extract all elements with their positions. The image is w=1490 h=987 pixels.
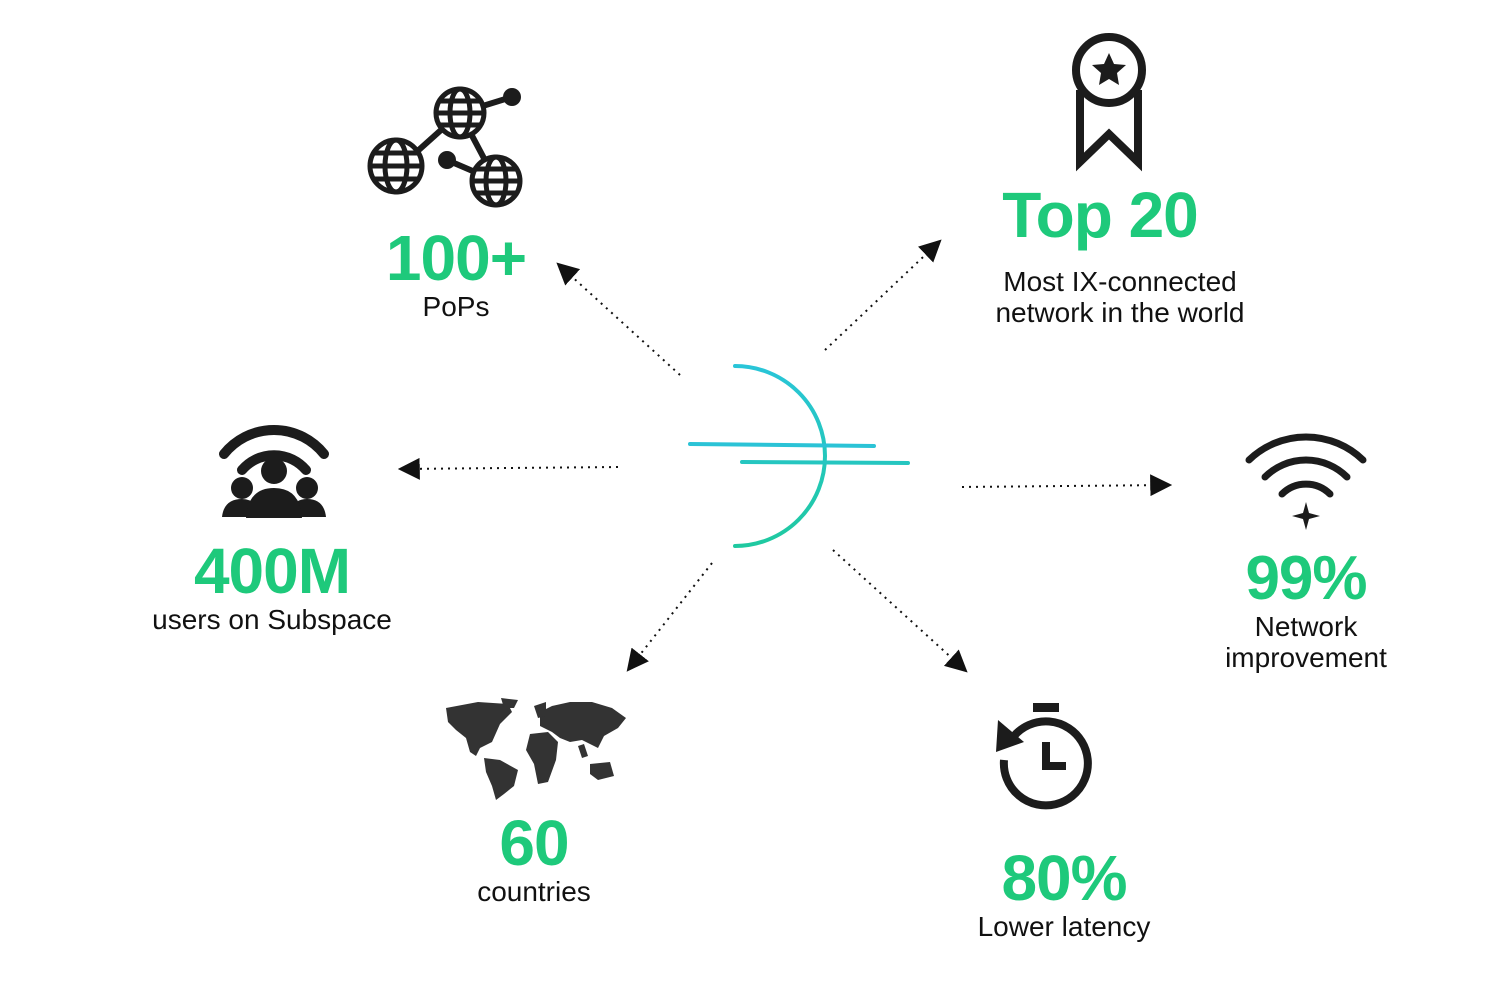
arrow-to-ix bbox=[824, 239, 942, 351]
stat-label-line1: Network bbox=[1254, 611, 1358, 642]
arrow-to-countries bbox=[626, 562, 713, 672]
stat-ix: Top 20 Most IX-connected network in the … bbox=[950, 183, 1290, 329]
stat-value: 99% bbox=[1245, 544, 1367, 613]
stat-countries: 60 countries bbox=[434, 811, 634, 908]
arrow-to-latency bbox=[832, 549, 968, 673]
stat-users: 400M users on Subspace bbox=[122, 539, 422, 636]
stat-pops: 100+ PoPs bbox=[336, 226, 576, 323]
stat-value: 400M bbox=[193, 535, 351, 607]
stat-label: PoPs bbox=[422, 291, 490, 322]
stat-label: users on Subspace bbox=[152, 604, 392, 635]
stat-label: Lower latency bbox=[977, 911, 1151, 942]
stat-latency: 80% Lower latency bbox=[944, 846, 1184, 943]
stat-label: countries bbox=[477, 876, 591, 907]
stat-value: 80% bbox=[1001, 842, 1127, 914]
stat-label-line2: network in the world bbox=[995, 296, 1245, 328]
arrow-to-network bbox=[961, 474, 1173, 497]
wifi-signal-icon bbox=[1245, 433, 1367, 530]
world-map-icon bbox=[446, 698, 626, 800]
stopwatch-reset-icon bbox=[996, 703, 1092, 810]
network-globes-icon bbox=[367, 86, 523, 208]
wifi-users-icon bbox=[219, 424, 329, 518]
arrow-to-users bbox=[397, 457, 619, 480]
stat-value: Top 20 bbox=[1002, 179, 1199, 251]
subspace-logo bbox=[688, 364, 910, 548]
stat-network: 99% Network improvement bbox=[1186, 548, 1426, 674]
stat-label-line2: improvement bbox=[1225, 641, 1387, 673]
stat-value: 100+ bbox=[385, 222, 527, 294]
stat-label-line1: Most IX-connected bbox=[1003, 266, 1237, 297]
stat-value: 60 bbox=[499, 807, 569, 879]
award-ribbon-icon bbox=[1072, 33, 1146, 172]
arrow-to-pops bbox=[556, 262, 681, 376]
